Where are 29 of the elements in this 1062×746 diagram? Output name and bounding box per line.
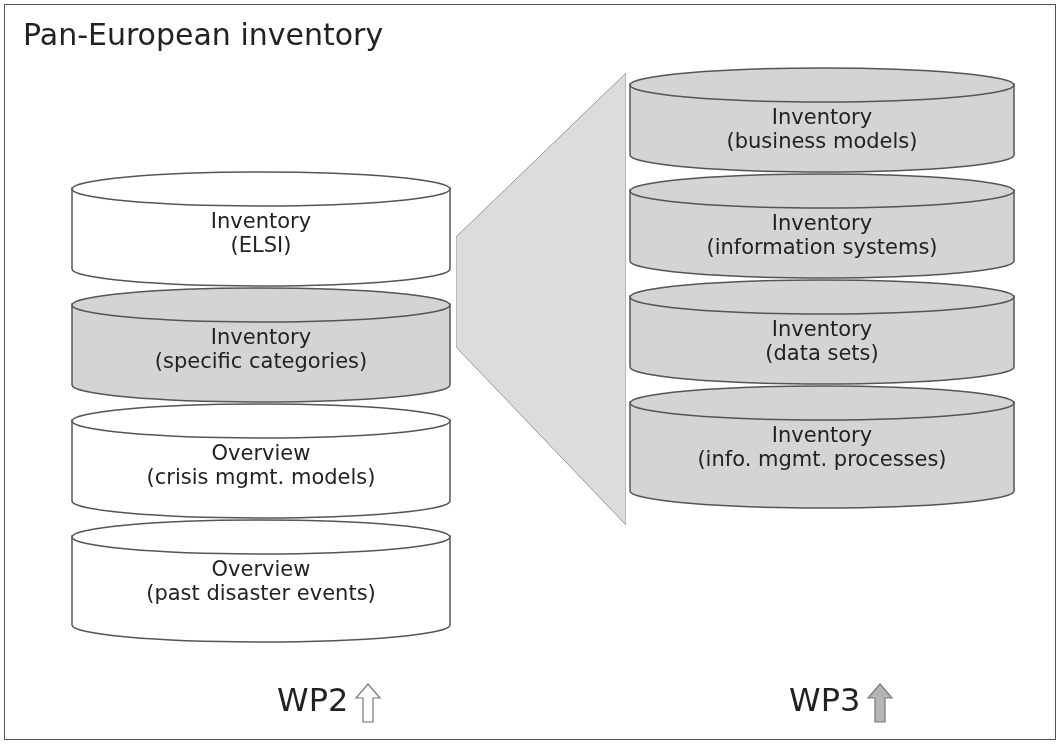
cylinder-title: Inventory: [770, 211, 874, 235]
database-cylinder: [629, 279, 1015, 385]
cylinder-title: Overview: [210, 557, 312, 581]
database-cylinder: [71, 171, 451, 287]
cylinder-title: Inventory: [770, 423, 874, 447]
cylinder-subtitle: (specific categories): [153, 349, 369, 373]
cylinder-subtitle: (past disaster events): [145, 581, 377, 605]
cylinder-title: Inventory: [770, 105, 874, 129]
work-package-label: WP3: [789, 681, 861, 719]
cylinder-subtitle: (crisis mgmt. models): [145, 465, 377, 489]
cylinder-subtitle: (information systems): [705, 235, 939, 259]
database-cylinder: [71, 403, 451, 519]
cylinder-title: Inventory: [209, 209, 313, 233]
expansion-wedge: [456, 73, 626, 525]
database-cylinder: [629, 385, 1015, 509]
database-cylinder: [71, 287, 451, 403]
cylinder-title: Inventory: [209, 325, 313, 349]
database-cylinder: [629, 67, 1015, 173]
database-cylinder: [629, 173, 1015, 279]
cylinder-title: Overview: [210, 441, 312, 465]
frame-title: Pan-European inventory: [23, 17, 384, 52]
cylinder-subtitle: (ELSI): [229, 233, 293, 257]
work-package-label: WP2: [277, 681, 349, 719]
cylinder-subtitle: (business models): [725, 129, 919, 153]
cylinder-subtitle: (info. mgmt. processes): [696, 447, 948, 471]
cylinder-subtitle: (data sets): [764, 341, 880, 365]
cylinder-title: Inventory: [770, 317, 874, 341]
database-cylinder: [71, 519, 451, 643]
frame-panel: [4, 4, 1056, 740]
